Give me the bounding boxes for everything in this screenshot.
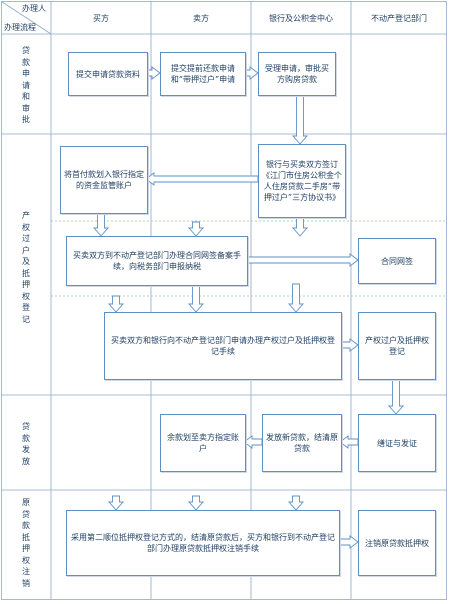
box-transfer-and-mortgage-registration: 产权过户及抵押权登记 <box>358 312 436 380</box>
arrow-down-icon <box>292 93 308 145</box>
arrow-left-icon <box>339 435 359 449</box>
box-tripartite-agreement: 银行与买卖双方签订《江门市住房公积金个人住房贷款二手房“带押过户”三方协议书》 <box>258 144 346 218</box>
arrow-right-icon <box>243 66 259 80</box>
stage-label-loan-disbursement: 贷款发放 <box>22 422 30 466</box>
stage-label-loan-application: 贷款申请和审批 <box>22 46 30 124</box>
arrow-left-icon <box>145 172 259 186</box>
box-online-contract-signing: 合同网签 <box>358 238 436 284</box>
box-contract-filing-and-tax: 买卖双方到不动产登记部门办理合同网签备案手续，向税务部门申报纳税 <box>66 236 248 286</box>
arrow-down-icon <box>93 211 109 237</box>
arrow-down-icon <box>188 495 204 511</box>
table-frame <box>1 1 447 600</box>
arrow-down-icon <box>288 283 304 313</box>
column-header-buyer: 买方 <box>93 14 109 23</box>
arrow-down-icon <box>108 495 124 511</box>
column-header-registry: 不动产登记部门 <box>371 14 427 23</box>
header-corner-top: 办理人 <box>22 4 46 13</box>
arrow-down-icon <box>108 295 124 313</box>
arrow-right-icon <box>337 535 359 549</box>
arrow-right-icon <box>339 338 359 352</box>
box-issue-new-loan: 发放新贷款，结清原贷款 <box>262 414 342 472</box>
arrow-right-icon <box>145 66 161 80</box>
column-header-seller: 卖方 <box>193 14 209 23</box>
box-second-lien-cancellation-procedure: 采用第二顺位抵押权登记方式的，结清原贷款后，买方和银行到不动产登记部门办理原贷款… <box>66 510 340 576</box>
header-corner-bottom: 办理流程 <box>4 23 36 32</box>
header-corner-diagonal <box>1 1 52 35</box>
arrow-down-icon <box>388 377 404 415</box>
arrow-left-icon <box>243 435 263 449</box>
box-cancel-original-mortgage: 注销原贷款抵押权 <box>358 510 436 576</box>
box-apply-transfer-and-mortgage: 买卖双方和银行向不动产登记部门申请办理产权过户及抵押权登记手续 <box>104 312 342 380</box>
arrow-right-icon <box>245 253 359 267</box>
box-remaining-funds-to-seller: 余款划至卖方指定账户 <box>160 414 246 472</box>
arrow-down-icon <box>188 221 204 237</box>
box-accept-and-approve-loan: 受理申请，审批买方购房贷款 <box>258 52 336 96</box>
arrow-down-icon <box>292 215 308 237</box>
box-certificate-issuance: 缮证与发证 <box>358 414 436 472</box>
arrow-down-icon <box>288 495 304 511</box>
box-submit-loan-materials: 提交申请贷款资料 <box>68 52 148 96</box>
stage-label-transfer-registration: 产权过户及抵押权登记 <box>22 211 30 324</box>
box-down-payment-supervision: 将首付款划入银行指定的资金监管账户 <box>60 146 148 214</box>
arrow-down-icon <box>188 283 204 313</box>
column-header-bank: 银行及公积金中心 <box>269 14 333 23</box>
stage-label-mortgage-cancellation: 原贷款抵押权注销 <box>22 498 30 588</box>
box-submit-prepayment-application: 提交提前还款申请和“带押过户”申请 <box>160 52 246 96</box>
